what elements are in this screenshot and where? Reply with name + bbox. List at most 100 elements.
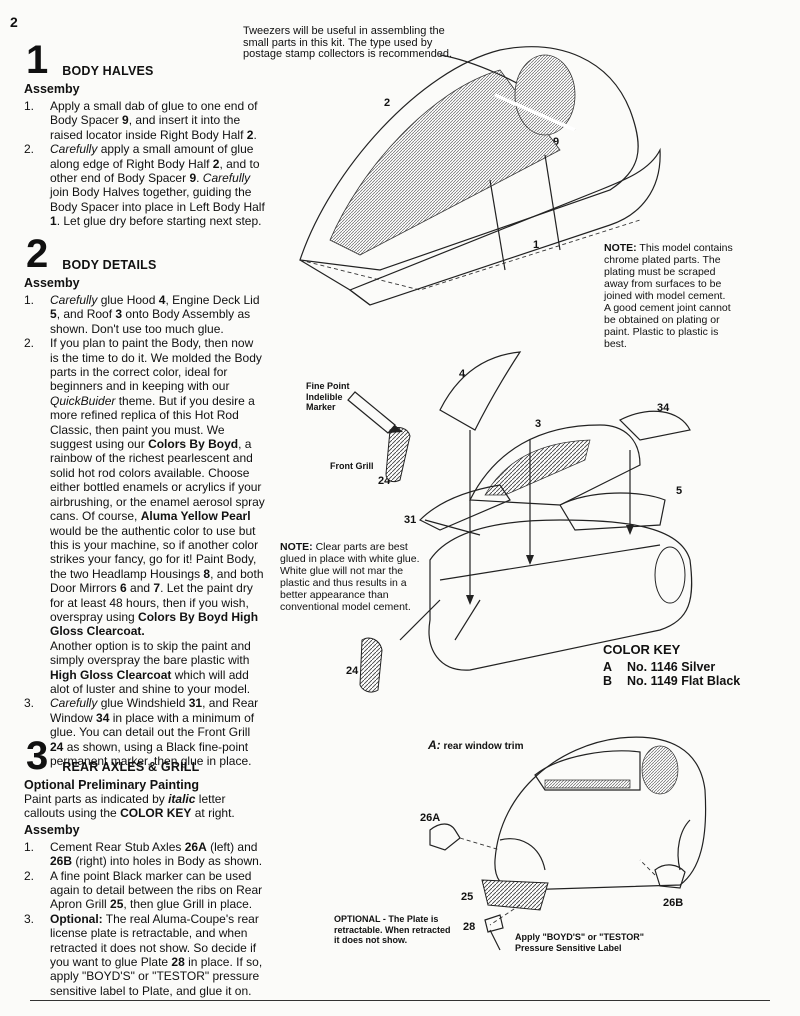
step2-item-line: either bottled enamels or acrylics if yo…: [50, 480, 262, 495]
tweezers-note-line: postage stamp collectors is recommended.: [243, 48, 453, 60]
part-callout: 26A: [420, 812, 441, 824]
chrome-note-line: NOTE: This model contains: [604, 242, 733, 254]
step3-subtitle-painting: Optional Preliminary Painting: [24, 778, 200, 792]
step1-item-line: along edge of Right Body Half 2, and to: [50, 156, 260, 171]
front-grill-part-24: [359, 427, 411, 693]
front-grill-label: Front Grill: [330, 461, 374, 471]
chrome-note-line: plating must be scraped: [604, 266, 716, 278]
color-key-row: A No. 1146 Silver: [603, 660, 740, 674]
part-callout: 9: [553, 136, 560, 148]
step3-item-number: 1.: [24, 839, 35, 854]
marker-label-line: Indelible: [306, 391, 343, 402]
step2-item: 1.Carefully glue Hood 4, Engine Deck Lid…: [24, 293, 276, 336]
part-callout: 3: [535, 418, 542, 430]
step2-item-line: rainbow of the richest pearlescent and: [50, 451, 253, 466]
windshield-part-31: [418, 484, 511, 531]
step3-item-line: again to detail between the ribs on Rear: [50, 883, 263, 898]
part-callout: 28: [463, 921, 476, 933]
tweezers-note: Tweezers will be useful in assembling th…: [243, 25, 453, 61]
step2-item-line: the two Headlamp Housings 8, and both: [50, 566, 264, 581]
color-key-text: No. 1149 Flat Black: [627, 674, 741, 688]
clear-note-line: glued in place with white glue.: [280, 553, 420, 565]
step2-item-line: airbrushing, or the enamel aerosol spray: [50, 494, 265, 509]
clear-note-line: NOTE: Clear parts are best: [280, 541, 408, 553]
engine-deck-lid-part-5: [559, 492, 666, 531]
part-callout: 2: [384, 97, 391, 109]
step2-section: 2 BODY DETAILS Assemby 1.Carefully glue …: [24, 234, 276, 768]
hood-part-4: [439, 351, 522, 431]
step2-item-line: Gloss Clearcoat.: [50, 624, 145, 639]
step1-item-number: 1.: [24, 99, 35, 113]
step2-subtitle: Assemby: [24, 276, 80, 290]
step2-item-line: Classic, then paint you must. We: [50, 422, 225, 437]
step1-item-line: 1. Let glue dry before starting next ste…: [50, 214, 262, 229]
step3-title: REAR AXLES & GRILL: [62, 760, 200, 774]
bottom-rule: [30, 1000, 770, 1001]
step2-item-line: solid hot rod colors available. Choose: [50, 465, 250, 480]
step2-item-line: would be the authentic color to use but: [50, 523, 256, 538]
apply-label-note: Apply "BOYD'S" or "TESTOR" Pressure Sens…: [515, 932, 644, 953]
step3-item-line: Optional: The real Aluma-Coupe's rear: [50, 911, 259, 926]
step3-number: 3: [26, 734, 49, 778]
step2-item-line: 5, and Roof 3 onto Body Assembly as: [50, 307, 251, 322]
step3-item-line: retracted it does not show. So decide if: [50, 940, 257, 955]
step2-item-line: 24 as shown, using a Black fine-point: [50, 739, 249, 754]
step3-item-number: 3.: [24, 911, 35, 926]
step3-item-line: Apron Grill 25, then glue Grill in place…: [50, 897, 253, 912]
step2-item-line: If you plan to paint the Body, then now: [50, 336, 254, 351]
step3-item-line: you want to glue Plate 28 in place. If s…: [50, 955, 263, 970]
step2-item-line: parts in the correct color, ideal for: [50, 365, 228, 380]
chrome-note-line: A good cement joint cannot: [604, 302, 731, 314]
step1-subtitle: Assemby: [24, 82, 80, 96]
marker-drawing: [347, 391, 403, 434]
clear-note-line: conventional model cement.: [280, 601, 411, 613]
step3-section: 3 REAR AXLES & GRILL Optional Preliminar…: [24, 734, 276, 998]
marker-label-line: Marker: [306, 402, 336, 412]
plate-note-line: retractable. When retracted: [334, 924, 451, 935]
trim-letter: A:: [428, 738, 441, 752]
step2-item: 3.Carefully glue Windshield 31, and Rear…: [24, 696, 276, 768]
step3-item-line: Cement Rear Stub Axles 26A (left) and: [50, 839, 258, 854]
step2-title: BODY DETAILS: [62, 258, 157, 272]
step1-title: BODY HALVES: [62, 64, 154, 78]
step2-item-line: Carefully glue Windshield 31, and Rear: [50, 696, 259, 711]
step1-number: 1: [26, 38, 49, 82]
step2-item-line: QuickBuider theme. But if you desire a: [50, 393, 255, 408]
color-key: COLOR KEY A No. 1146 Silver B No. 1149 F…: [603, 642, 740, 688]
step1-item-line: raised locator inside Right Body Half 2.: [50, 127, 257, 142]
step1-list: 1.Apply a small dab of glue to one end o…: [24, 99, 276, 229]
step3-subtitle-assembly: Assemby: [24, 822, 80, 837]
step2-item-number: 1.: [24, 293, 35, 307]
step2-item-line: suggest using our Colors By Boyd, a: [50, 437, 252, 452]
body-half-left-1: [299, 147, 661, 306]
step2-item-number: 2.: [24, 336, 35, 351]
step2-item-line: more refined replica of this Hot Rod: [50, 408, 239, 423]
trim-text: rear window trim: [443, 741, 524, 752]
color-key-title: COLOR KEY: [603, 642, 681, 657]
step2-item-line: glue. You can detail out the Front Grill: [50, 725, 251, 740]
color-key-letter: B: [603, 674, 613, 688]
part-callout: 31: [404, 514, 417, 526]
marker-label: Fine Point Indelible Marker: [306, 381, 350, 413]
part-callout: 4: [459, 368, 466, 380]
step1-item: 2.Carefully apply a small amount of glue…: [24, 142, 276, 228]
chrome-note-line: away from surfaces to be: [604, 278, 722, 290]
step2-item-line: High Gloss Clearcoat which will add: [50, 667, 249, 682]
step3-item-line: 26B (right) into holes in Body as shown.: [50, 854, 263, 869]
step2-item-line: for at least 48 hours, then if you wish,: [50, 595, 249, 610]
step3-paint-text: Paint parts as indicated by italic lette…: [24, 792, 276, 821]
step2-item-line: strikes your fancy, go for it! Paint Bod…: [50, 552, 257, 567]
step2-list: 1.Carefully glue Hood 4, Engine Deck Lid…: [24, 293, 276, 768]
assembly-arrows: [399, 430, 634, 641]
step2-item-line: alot of luster and shine to your model.: [50, 681, 251, 696]
clear-note-line: better appearance than: [280, 589, 389, 601]
step1-item-line: Body Spacer into place in Left Body Half: [50, 199, 265, 214]
step2-item-line: Another option is to skip the paint and: [50, 638, 251, 653]
plate-note-line: it does not show.: [334, 935, 408, 945]
chrome-note-line: best.: [604, 338, 627, 350]
part-callout: 25: [461, 891, 474, 903]
part-callout: 24: [346, 665, 359, 677]
